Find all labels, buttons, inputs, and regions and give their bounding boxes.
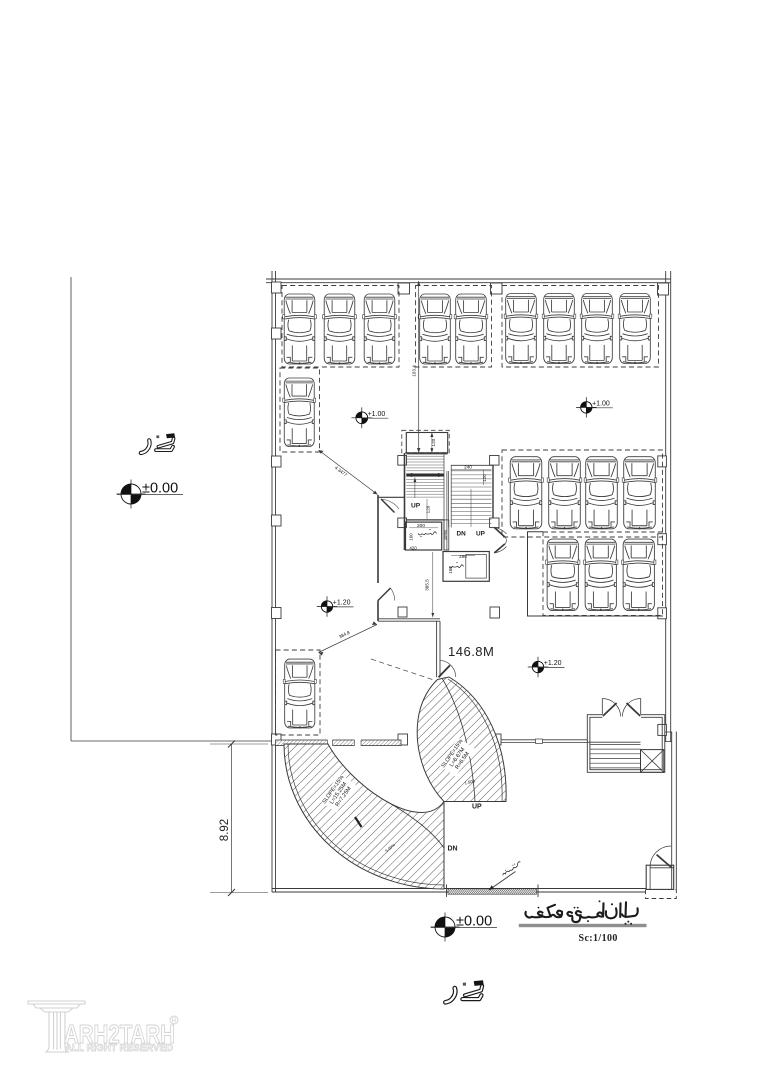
- svg-text:385.5: 385.5: [425, 579, 430, 591]
- svg-text:ARH2TARH: ARH2TARH: [64, 1021, 175, 1049]
- svg-text:120: 120: [482, 474, 487, 482]
- svg-text:+1.20: +1.20: [333, 600, 351, 607]
- svg-text:R: R: [172, 1018, 177, 1025]
- svg-text:200: 200: [417, 523, 425, 529]
- svg-text:160: 160: [448, 566, 453, 574]
- svg-text:±0.00: ±0.00: [142, 481, 178, 497]
- svg-text:UP: UP: [476, 531, 486, 538]
- svg-text:8.92: 8.92: [219, 819, 231, 841]
- svg-text:1.500: 1.500: [464, 778, 476, 785]
- svg-text:+1.00: +1.00: [592, 400, 610, 407]
- svg-text:120: 120: [426, 505, 431, 513]
- svg-text:Sc:1/100: Sc:1/100: [579, 933, 618, 944]
- svg-text:UP: UP: [472, 804, 482, 811]
- svg-text:5.00%: 5.00%: [384, 842, 396, 853]
- svg-text:±0.00: ±0.00: [456, 914, 492, 930]
- svg-text:+1.20: +1.20: [544, 660, 562, 667]
- svg-text:30×60: 30×60: [444, 530, 448, 540]
- svg-text:420: 420: [409, 546, 417, 551]
- svg-text:103.4: 103.4: [412, 365, 417, 377]
- svg-text:240: 240: [464, 465, 472, 470]
- svg-text:DN: DN: [457, 531, 467, 538]
- svg-text:+1.00: +1.00: [368, 411, 386, 418]
- svg-text:160: 160: [409, 533, 414, 541]
- svg-text:146.8M: 146.8M: [448, 644, 494, 659]
- svg-text:ALL RIGHT RESERVED: ALL RIGHT RESERVED: [65, 1043, 173, 1054]
- svg-text:280: 280: [459, 554, 467, 559]
- svg-text:UP: UP: [411, 503, 421, 510]
- svg-text:DN: DN: [448, 846, 458, 853]
- svg-text:120: 120: [431, 438, 436, 446]
- svg-text:384.8: 384.8: [338, 630, 351, 640]
